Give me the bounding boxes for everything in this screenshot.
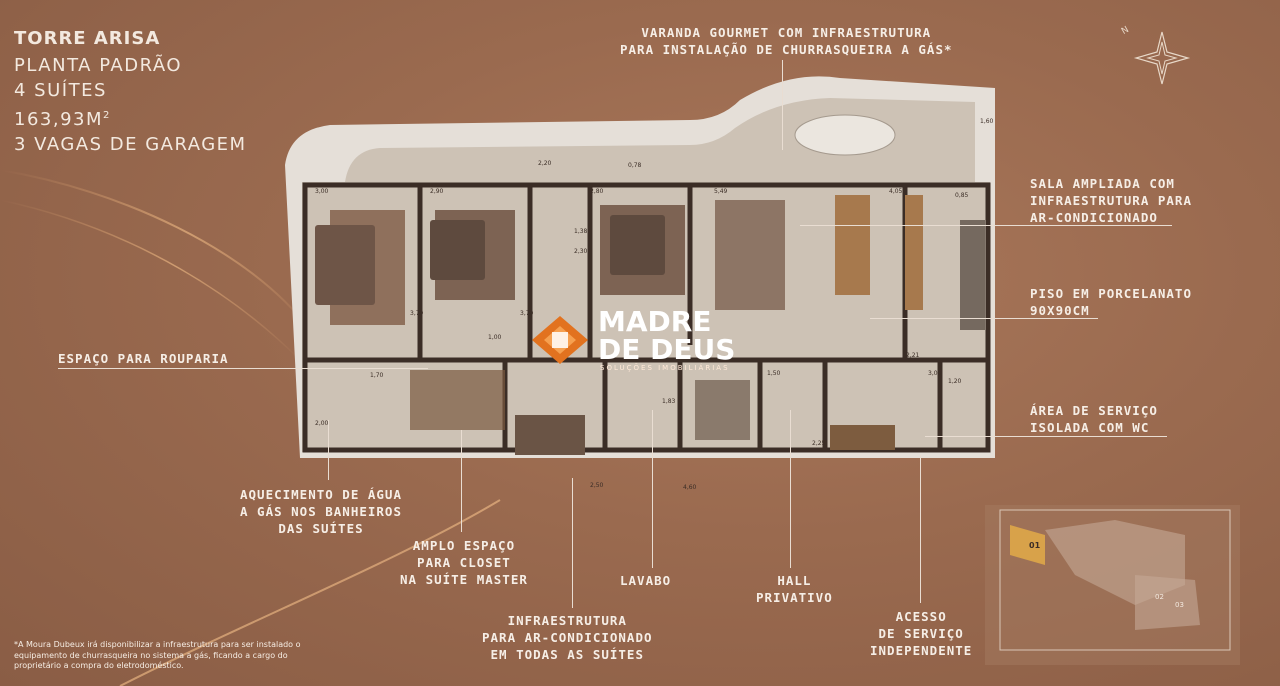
dim-label: 2,20	[538, 160, 552, 167]
dim-label: 5,49	[714, 188, 728, 195]
callout-aquecimento: AQUECIMENTO DE ÁGUA A GÁS NOS BANHEIROS …	[240, 487, 402, 536]
callout-acesso: ACESSO DE SERVIÇO INDEPENDENTE	[870, 609, 973, 658]
dim-label: 4,05	[889, 188, 903, 195]
dim-label: 1,83	[662, 398, 676, 405]
madre-de-deus-logo-icon	[532, 316, 588, 364]
callout-closet: AMPLO ESPAÇO PARA CLOSET NA SUÍTE MASTER	[400, 538, 528, 587]
dim-label: 2,90	[430, 188, 444, 195]
garage-spots: 3 VAGAS DE GARAGEM	[14, 134, 247, 155]
dim-label: 3,79	[410, 310, 424, 317]
dim-label: 2,21	[906, 352, 920, 359]
dim-label: 4,60	[683, 484, 697, 491]
footnote: *A Moura Dubeux irá disponibilizar a inf…	[14, 640, 301, 670]
dim-label: 3,00	[315, 188, 329, 195]
suites-count: 4 SUÍTES	[14, 80, 107, 101]
compass-rose-icon: N	[1118, 22, 1198, 96]
area-text: 163,93M2	[14, 109, 111, 130]
dim-label: 3,70	[520, 310, 534, 317]
site-minimap: 01 02 03	[985, 505, 1240, 669]
tower-name: TORRE ARISA	[14, 28, 161, 49]
dim-label: 2,00	[315, 420, 329, 427]
dim-label: 2,50	[590, 482, 604, 489]
logo-tagline: SOLUÇÕES IMOBILIÁRIAS	[600, 364, 730, 372]
plan-type: PLANTA PADRÃO	[14, 55, 183, 76]
dim-label: 2,25	[812, 440, 826, 447]
dim-label: 1,38	[574, 228, 588, 235]
dim-label: 2,80	[590, 188, 604, 195]
dim-label: 1,50	[767, 370, 781, 377]
callout-rouparia: ESPAÇO PARA ROUPARIA	[58, 351, 229, 366]
minimap-label: 02	[1155, 593, 1164, 601]
minimap-unit-label: 01	[1029, 541, 1041, 550]
callout-infra: INFRAESTRUTURA PARA AR-CONDICIONADO EM T…	[482, 613, 653, 662]
logo-line-1: MADRE	[598, 305, 712, 338]
callout-lavabo: LAVABO	[620, 573, 672, 588]
brand-logo: MADRE DE DEUS SOLUÇÕES IMOBILIÁRIAS	[530, 308, 735, 372]
dim-label: 1,20	[948, 378, 962, 385]
callout-sala: SALA AMPLIADA COM INFRAESTRUTURA PARA AR…	[1030, 176, 1192, 225]
callout-hall: HALL PRIVATIVO	[756, 573, 833, 605]
dim-label: 0,78	[628, 162, 642, 169]
title-block: TORRE ARISA PLANTA PADRÃO 4 SUÍTES 163,9…	[14, 28, 247, 157]
dim-label: 1,00	[488, 334, 502, 341]
dim-label: 1,70	[370, 372, 384, 379]
minimap-label: 03	[1175, 601, 1184, 609]
dim-label: 1,60	[980, 118, 994, 125]
dim-label: 2,30	[574, 248, 588, 255]
logo-line-2: DE DEUS	[598, 333, 736, 366]
callout-servico: ÁREA DE SERVIÇO ISOLADA COM WC	[1030, 403, 1158, 435]
callout-piso: PISO EM PORCELANATO 90X90CM	[1030, 286, 1192, 318]
callout-varanda: VARANDA GOURMET COM INFRAESTRUTURA PARA …	[620, 25, 953, 57]
dim-label: 3,00	[928, 370, 942, 377]
dim-label: 0,85	[955, 192, 969, 199]
